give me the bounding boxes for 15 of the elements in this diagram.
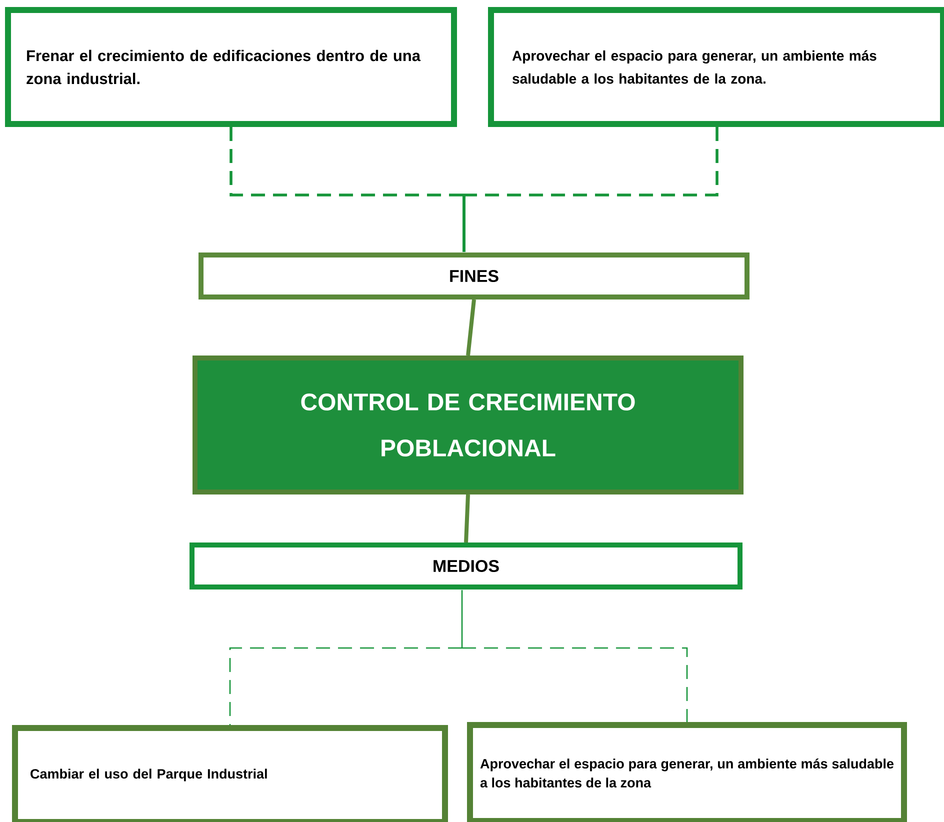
- text-box: Cambiar el uso del Parque Industrial: [12, 725, 448, 822]
- connector-line: [466, 299, 476, 356]
- connector-line: [462, 647, 688, 722]
- connector-line: [462, 195, 466, 252]
- connector-line: [464, 494, 470, 543]
- connector-line: [229, 647, 462, 725]
- text-box: Frenar el crecimiento de edificaciones dentro de una zona industrial.: [5, 7, 457, 127]
- connector-line: [461, 590, 463, 648]
- text-box: Aprovechar el espacio para generar, un ambiente más saludable a los habitantes de la zona: [467, 722, 907, 822]
- heading-box: MEDIOS: [190, 542, 742, 590]
- connector-line: [230, 127, 463, 196]
- text-box: Aprovechar el espacio para generar, un ambiente más saludable a los habitantes de la zona.: [488, 7, 944, 127]
- connector-line: [463, 127, 718, 196]
- heading-box: FINES: [198, 252, 750, 300]
- main-box: CONTROL DE CRECIMIENTO POBLACIONAL: [192, 356, 744, 494]
